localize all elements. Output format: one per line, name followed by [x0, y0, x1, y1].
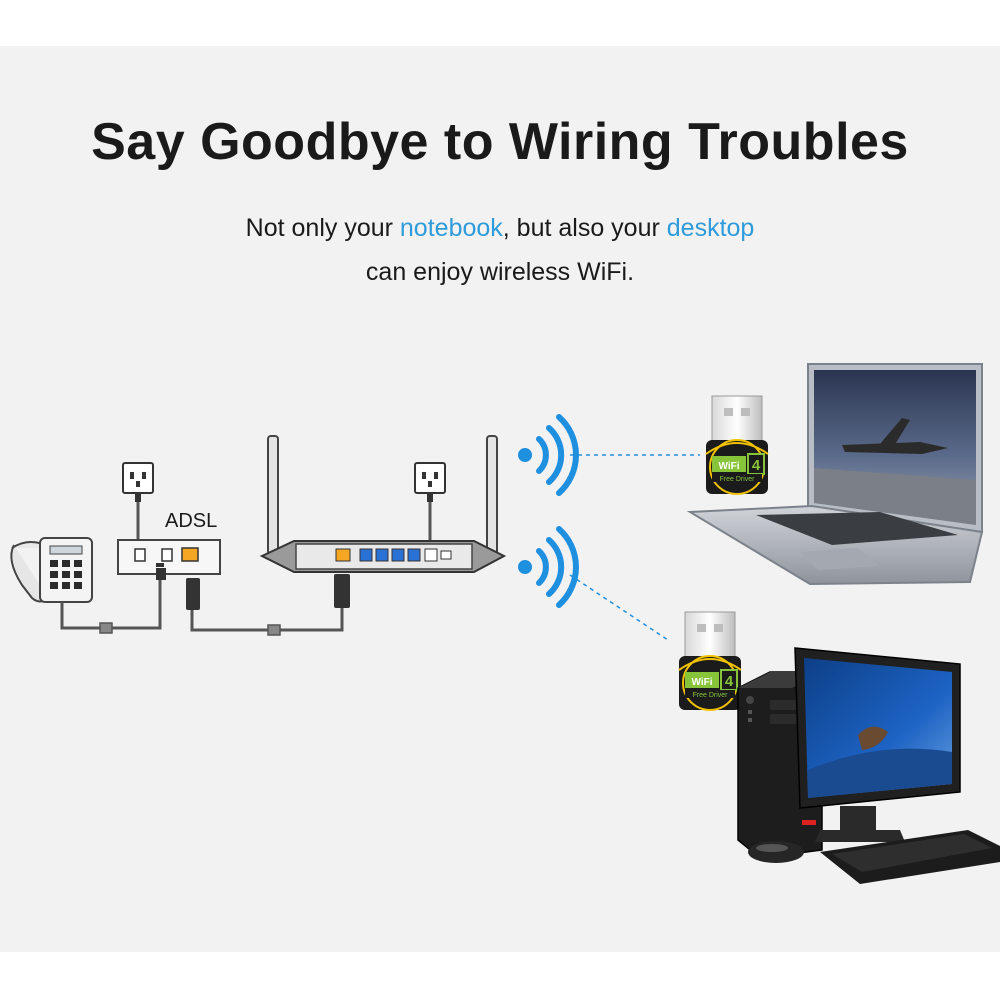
- router-icon: [259, 435, 507, 573]
- telephone-icon: [10, 537, 93, 603]
- subtitle-text: Not only your: [245, 214, 400, 242]
- subtitle-line-2: can enjoy wireless WiFi.: [365, 258, 635, 286]
- subtitle-line-1: Not only your notebook, but also your de…: [0, 214, 1000, 243]
- power-outlet-icon: [414, 462, 446, 494]
- wifi-signal-icon: [518, 417, 576, 493]
- subtitle-text: , but also your: [502, 214, 667, 242]
- page-title: Say Goodbye to Wiring Troubles: [91, 113, 909, 171]
- adapter-caption: Free Driver: [719, 476, 755, 483]
- modem-icon: [117, 539, 221, 575]
- usb-wifi-adapter-icon: WiFi 4 Free Driver: [705, 395, 769, 495]
- cable-connector: [156, 568, 350, 610]
- adapter-brand: WiFi: [718, 461, 739, 472]
- adapter-brand: WiFi: [691, 677, 712, 688]
- wireless-link-line: [569, 454, 700, 641]
- usb-wifi-adapter-icon: WiFi 4 Free Driver: [678, 611, 742, 711]
- wifi-signal-icon: [518, 529, 576, 605]
- adapter-caption: Free Driver: [692, 692, 728, 699]
- desktop-computer-icon: [737, 647, 1000, 884]
- power-outlet-icon: [122, 462, 154, 494]
- highlight-notebook: notebook: [399, 214, 503, 242]
- adsl-label: ADSL: [165, 510, 218, 532]
- highlight-desktop: desktop: [666, 214, 755, 242]
- laptop-icon: [686, 363, 984, 586]
- adapter-generation: 4: [752, 457, 761, 474]
- adapter-generation: 4: [725, 673, 734, 690]
